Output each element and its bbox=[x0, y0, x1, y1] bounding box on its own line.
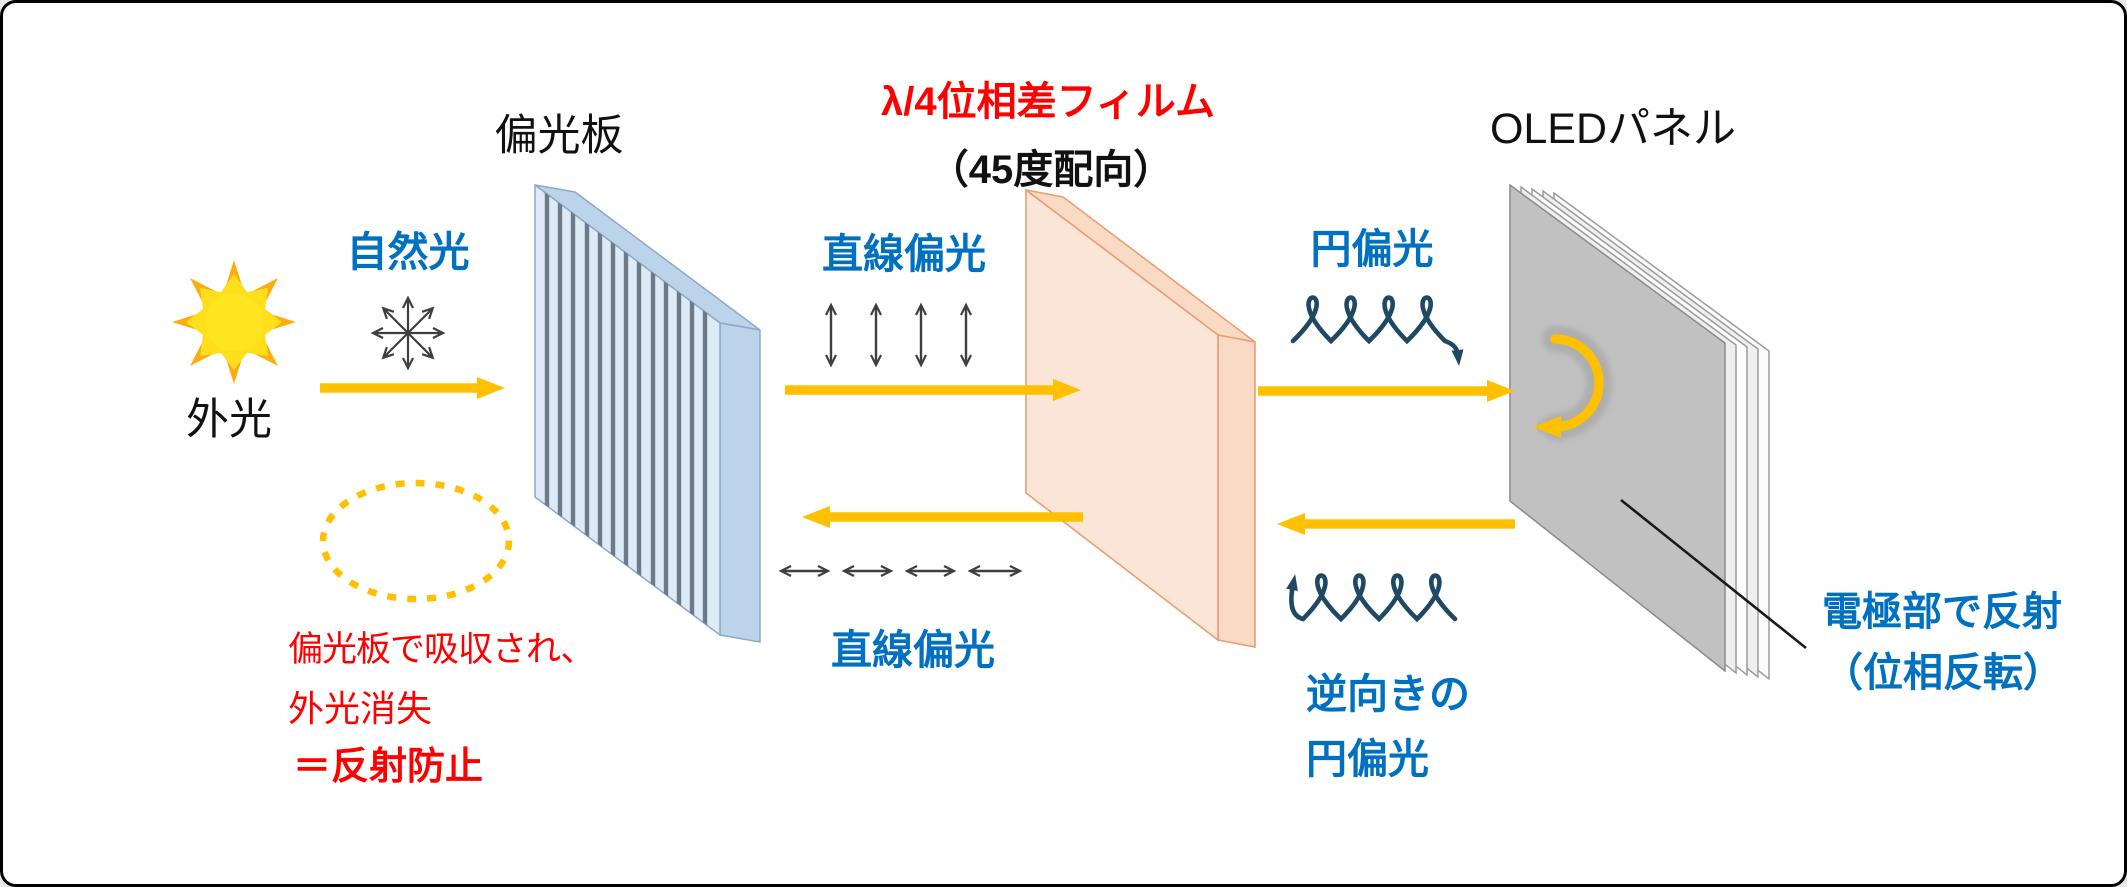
circular-polarized-label: 円偏光 bbox=[1310, 226, 1434, 272]
curved-reflection-arrow-icon bbox=[1529, 326, 1612, 442]
sun-icon bbox=[172, 260, 296, 384]
diagram-graphics bbox=[172, 183, 1807, 681]
absorb-note-line2: 外光消失 bbox=[288, 688, 433, 729]
reverse-circular-label-line1: 逆向きの bbox=[1306, 671, 1470, 717]
quarter-wave-film-plate bbox=[1025, 188, 1256, 648]
polarizer-plate bbox=[534, 183, 761, 643]
external-light-label: 外光 bbox=[186, 396, 272, 444]
coil-spiral-left-icon bbox=[1286, 573, 1458, 623]
reverse-circular-label-line2: 円偏光 bbox=[1306, 736, 1429, 782]
polarizer-label: 偏光板 bbox=[494, 112, 624, 160]
oled-panel-plate bbox=[1509, 183, 1770, 681]
electrode-reflect-label-line1: 電極部で反射 bbox=[1822, 590, 2062, 634]
film-title-label: λ/4位相差フィルム bbox=[880, 80, 1216, 124]
coil-spiral-right-icon bbox=[1290, 295, 1464, 366]
linear-polarized-top-label: 直線偏光 bbox=[822, 231, 986, 277]
absorb-note-line3: ＝反射防止 bbox=[293, 746, 484, 788]
radial-polarization-arrows-icon bbox=[370, 295, 446, 371]
film-orientation-label: （45度配向） bbox=[928, 148, 1174, 192]
vertical-double-arrows-icon bbox=[825, 302, 972, 368]
electrode-reflect-label-line2: （位相反転） bbox=[1823, 651, 2063, 695]
linear-polarized-bottom-label: 直線偏光 bbox=[831, 627, 995, 673]
dotted-ellipse-icon bbox=[319, 479, 513, 603]
absorb-note-line1: 偏光板で吸収され、 bbox=[288, 630, 595, 669]
natural-light-label: 自然光 bbox=[346, 229, 470, 275]
electrode-pointer-line bbox=[1620, 498, 1807, 650]
oled-panel-label: OLEDパネル bbox=[1489, 105, 1737, 153]
